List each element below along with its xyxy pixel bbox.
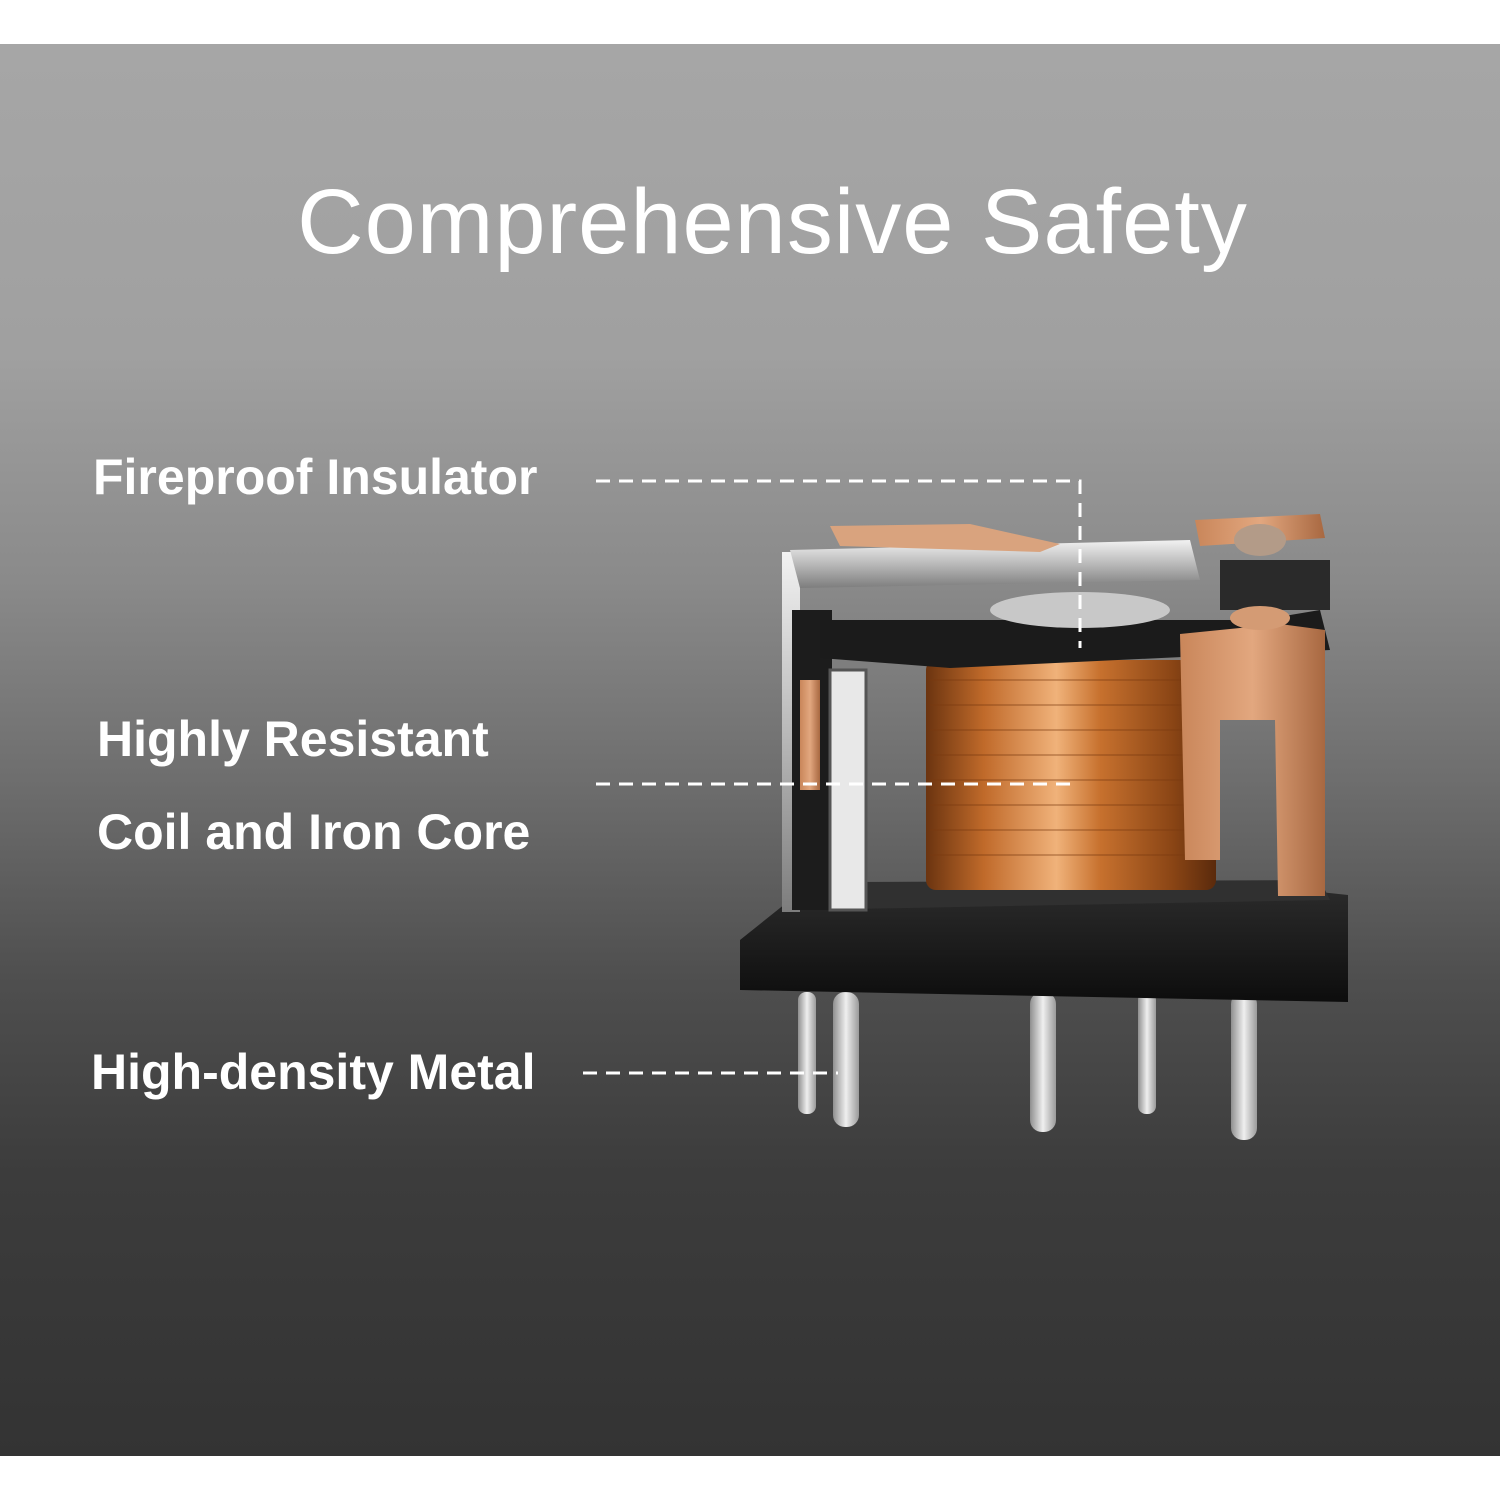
relay-pins (798, 992, 1257, 1140)
relay-pin (1138, 992, 1156, 1114)
background-panel (0, 44, 1500, 1456)
copper-coil (926, 660, 1216, 890)
relay-pin (798, 992, 816, 1114)
relay-illustration (740, 514, 1348, 1140)
label-fireproof-insulator: Fireproof Insulator (93, 449, 538, 505)
relay-pin (833, 992, 859, 1127)
relay-pin (1030, 992, 1056, 1132)
label-coil-line-1: Highly Resistant (97, 711, 489, 767)
relay-base (740, 892, 1348, 1002)
label-coil-line-2: Coil and Iron Core (97, 804, 531, 860)
relay-pin (1231, 992, 1257, 1140)
contact-plate (1180, 624, 1325, 896)
label-high-density-metal: High-density Metal (91, 1044, 536, 1100)
page-title: Comprehensive Safety (297, 171, 1248, 273)
